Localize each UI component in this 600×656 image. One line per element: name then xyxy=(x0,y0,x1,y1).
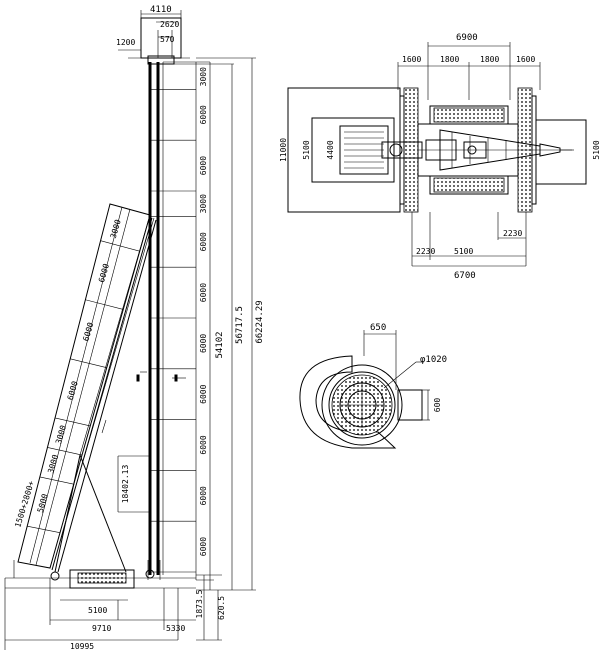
boom-segment-tick xyxy=(27,525,61,533)
mast-segment-label: 3000 xyxy=(199,194,208,213)
plan-top-seg-2: 1800 xyxy=(440,55,459,64)
boom-segment-label: 6000 xyxy=(81,321,95,342)
mast-segment-label: 6000 xyxy=(199,435,208,454)
plan-view: 6900 1600 1800 1800 1600 11000 5100 4400 xyxy=(279,33,600,281)
dim-1873: 1873.5 xyxy=(195,589,204,618)
boom-segment-tick xyxy=(85,299,124,310)
mast-segment-labels: 3000 6000 6000 3000 6000 6000 6000 6000 6000 6000… xyxy=(199,67,208,556)
mast-segment-label: 6000 xyxy=(199,232,208,251)
backstay-label: 18402.13 xyxy=(121,465,130,504)
plan-right-frame xyxy=(535,119,587,185)
mast-top-head xyxy=(118,10,190,65)
boom-segment-tick xyxy=(100,240,140,252)
boom-segment-tick xyxy=(70,358,107,368)
boom-segment-label: 3000 xyxy=(46,453,60,474)
mast-column xyxy=(148,61,210,580)
cab-detail xyxy=(339,125,389,175)
base-track-label: 5100 xyxy=(88,606,107,615)
head-width-label: 4110 xyxy=(150,5,172,15)
boom-segment-tick xyxy=(54,417,91,427)
plan-top-seg-3: 1800 xyxy=(480,55,499,64)
plan-bottom-b: 5100 xyxy=(454,247,473,256)
mast-segment-label: 6000 xyxy=(199,334,208,353)
plan-bottom-a: 2230 xyxy=(416,247,435,256)
head-offset-label: 1200 xyxy=(116,38,135,47)
boom-segment-label: 5000 xyxy=(36,493,50,514)
mast-segment-label: 6000 xyxy=(199,283,208,302)
crawler-base xyxy=(4,560,196,650)
mast-segment-label: 6000 xyxy=(199,156,208,175)
bottom-height-dims xyxy=(196,574,222,641)
left-track xyxy=(403,87,419,213)
mast-segment-label: 6000 xyxy=(199,384,208,403)
backstay-frame xyxy=(54,214,186,573)
dim-620: 620.5 xyxy=(217,596,226,620)
plan-top-total: 6900 xyxy=(456,33,478,43)
plan-bottom-total: 6700 xyxy=(454,271,476,281)
detail-view xyxy=(299,330,430,449)
boom-segment-tick xyxy=(47,447,83,456)
boom-segment-label: 3000 xyxy=(54,424,68,445)
detail-diameter: φ1020 xyxy=(420,355,447,365)
boom-segment-tick xyxy=(39,476,74,485)
plan-right-height: 5100 xyxy=(592,140,600,159)
plan-bottom-c: 2230 xyxy=(503,229,522,238)
plan-inner-height: 5100 xyxy=(302,140,311,159)
plan-left-height: 11000 xyxy=(279,138,288,162)
plan-top-seg-1: 1600 xyxy=(402,55,421,64)
plan-cab-height: 4400 xyxy=(326,140,335,159)
boom-segment-label: 3000 xyxy=(109,218,123,239)
mast-segment-ticks xyxy=(150,63,196,573)
boom xyxy=(17,203,157,573)
dim-54102: 54102 xyxy=(215,331,225,358)
detail-height: 600 xyxy=(433,398,442,413)
head-sheave-label: 570 xyxy=(160,35,175,44)
base-body-label: 9710 xyxy=(92,624,111,633)
plan-top-dims xyxy=(397,42,541,100)
mast-segment-label: 3000 xyxy=(199,67,208,86)
base-total-label: 10995 xyxy=(70,642,94,651)
boom-segment-label: 6000 xyxy=(97,262,111,283)
side-view: 4110 2620 570 1200 3000 6000 6000 3000 6000 6… xyxy=(4,5,265,651)
dim-66224: 66224.29 xyxy=(255,300,265,343)
plan-top-seg-4: 1600 xyxy=(516,55,535,64)
plan-bottom-dims xyxy=(411,212,527,267)
base-rear-label: 5330 xyxy=(166,624,185,633)
overall-dimension-lines xyxy=(196,57,256,591)
head-inner-label: 2620 xyxy=(160,20,179,29)
mast-segment-label: 6000 xyxy=(199,486,208,505)
mast-segment-label: 6000 xyxy=(199,105,208,124)
boom-segment-label: 6000 xyxy=(66,380,80,401)
dim-56717: 56717.5 xyxy=(235,306,245,344)
boom-segment-ticks xyxy=(27,240,140,533)
mast-segment-label: 6000 xyxy=(199,537,208,556)
superstructure xyxy=(381,105,574,195)
detail-offset: 650 xyxy=(370,323,386,333)
plan-cab-frame xyxy=(311,117,395,183)
